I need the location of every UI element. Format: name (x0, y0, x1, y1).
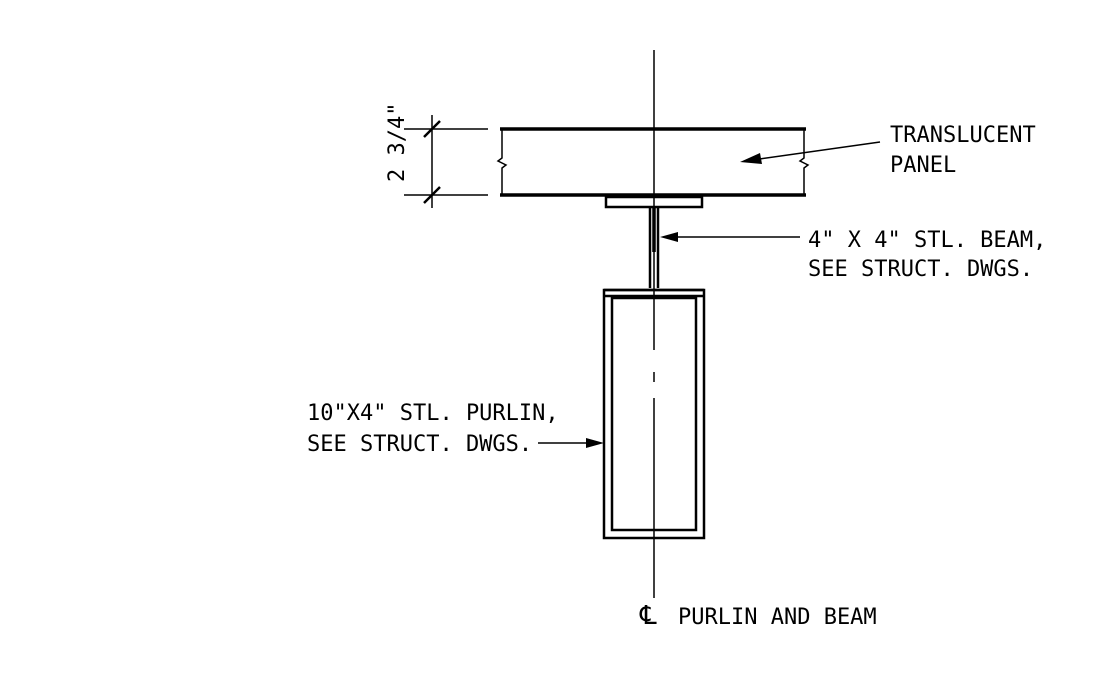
centerline-label: PURLIN AND BEAM (678, 605, 877, 630)
beam-label-line1: 4" X 4" STL. BEAM, (808, 228, 1046, 253)
beam-label-line2: SEE STRUCT. DWGS. (808, 257, 1033, 282)
purlin-label-line2: SEE STRUCT. DWGS. (307, 432, 532, 457)
purlin-leader (538, 438, 604, 448)
panel-label-line2: PANEL (890, 153, 956, 178)
panel-label-line1: TRANSLUCENT (890, 123, 1036, 148)
steel-purlin (602, 288, 706, 540)
dimension-label: 2 3/4" (385, 103, 410, 182)
beam-leader (660, 232, 800, 242)
panel-leader (740, 141, 881, 164)
panel-thickness-dimension (404, 115, 488, 208)
centerline-symbol: ℄ (639, 601, 657, 631)
steel-beam (648, 207, 660, 288)
purlin-label-line1: 10"X4" STL. PURLIN, (307, 401, 559, 426)
